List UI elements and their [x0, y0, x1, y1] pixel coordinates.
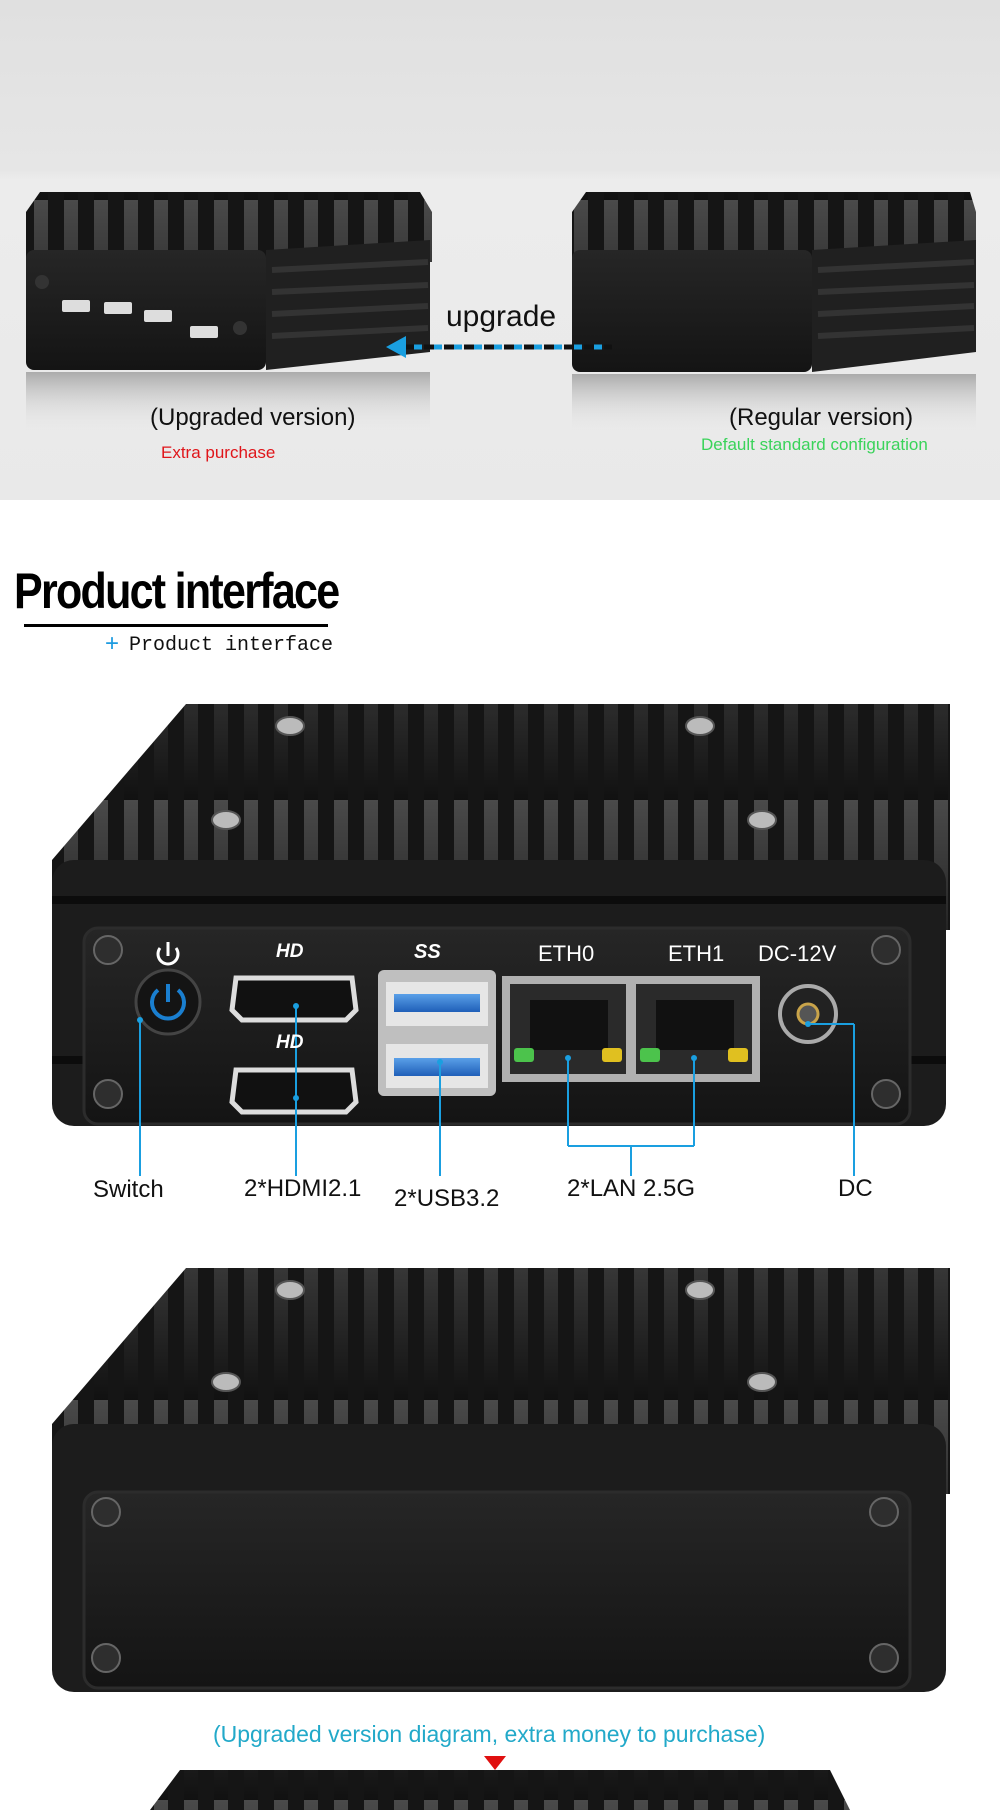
upgraded-version-note: Extra purchase	[161, 443, 276, 462]
regular-device-image	[572, 192, 976, 432]
upgrade-label: upgrade	[446, 300, 557, 333]
hdmi-label: 2*HDMI2.1	[244, 1175, 362, 1202]
regular-version-title: (Regular version)	[729, 404, 914, 431]
dc-12v-label: DC-12V	[758, 941, 837, 966]
regular-version-note: Default standard configuration	[701, 435, 928, 454]
switch-label: Switch	[93, 1176, 164, 1203]
device-blank-view	[52, 1268, 950, 1692]
title-underline	[24, 624, 328, 627]
dc-label: DC	[838, 1175, 873, 1202]
callout-lines	[139, 1006, 855, 1176]
eth0-label: ETH0	[538, 941, 595, 966]
device-partial-preview	[150, 1756, 850, 1810]
pointer-triangle-icon	[484, 1756, 506, 1770]
section-subtitle: Product interface	[129, 634, 334, 657]
eth1-label: ETH1	[668, 941, 725, 966]
section-title: Product interface	[14, 563, 340, 619]
hdmi-logo-top: HD	[276, 941, 304, 962]
upgrade-diagram-caption: (Upgraded version diagram, extra money t…	[213, 1721, 766, 1747]
plus-icon: +	[105, 630, 120, 657]
lan-label: 2*LAN 2.5G	[567, 1175, 696, 1202]
usb-label: 2*USB3.2	[394, 1185, 500, 1212]
upgrade-arrow	[386, 336, 612, 358]
usb-ss-logo: SS	[414, 941, 441, 963]
upgraded-device-image	[26, 192, 432, 432]
hdmi-logo-bottom: HD	[276, 1032, 304, 1053]
upgraded-version-title: (Upgraded version)	[150, 404, 356, 431]
device-interface-view	[52, 704, 950, 1126]
